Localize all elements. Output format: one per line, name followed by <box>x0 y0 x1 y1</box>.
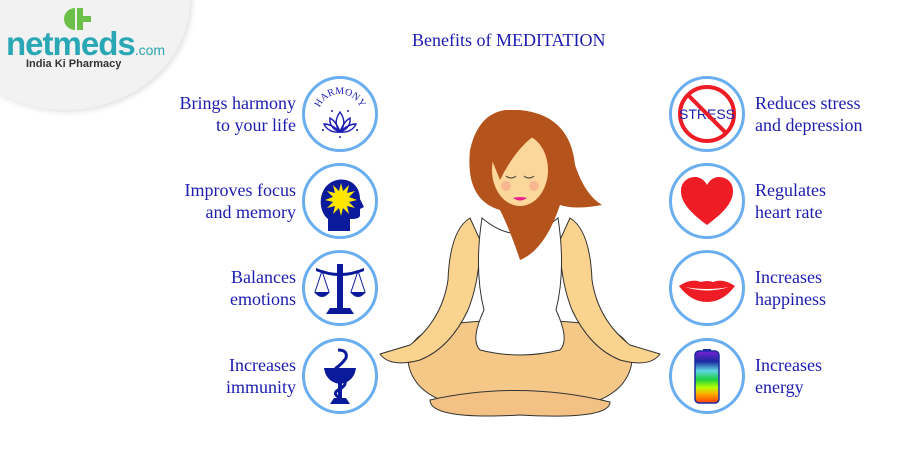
page-title: Benefits of MEDITATION <box>412 30 606 50</box>
battery-icon <box>669 338 745 414</box>
no-stress-icon: STRESS <box>669 76 745 152</box>
scales-icon <box>302 250 378 326</box>
smile-lips-icon <box>669 250 745 326</box>
heart-icon <box>669 163 745 239</box>
brand-tagline: India Ki Pharmacy <box>26 58 122 70</box>
plus-cross-icon <box>64 8 91 30</box>
svg-text:HARMONY: HARMONY <box>313 86 368 109</box>
meditating-woman-illustration <box>379 110 661 417</box>
caduceus-bowl-icon <box>302 338 378 414</box>
netmeds-logo[interactable]: netmeds.com India Ki Pharmacy <box>0 0 180 80</box>
brand-name: netmeds.com <box>6 25 166 62</box>
head-sun-icon <box>302 163 378 239</box>
harmony-lotus-icon: HARMONY <box>302 76 378 152</box>
